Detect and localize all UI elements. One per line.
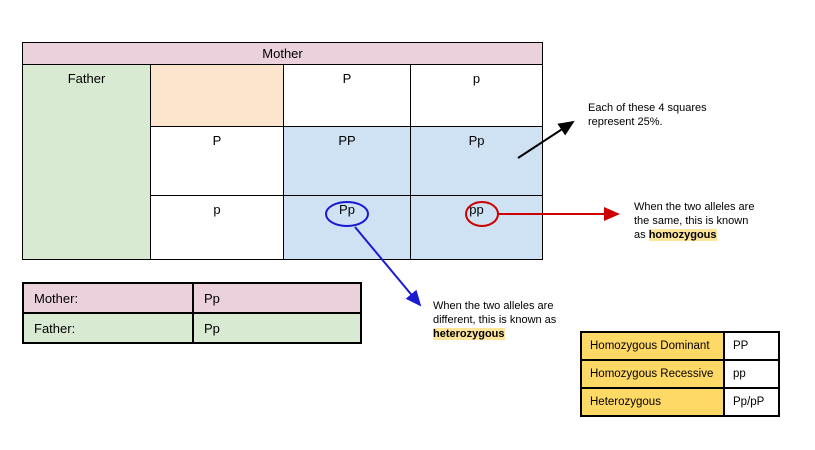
father-row-label: Father: [22, 312, 194, 344]
mother-allele-p: p [409, 64, 544, 127]
corner-cell [150, 64, 284, 127]
offspring-cell-PP: PP [283, 126, 411, 196]
father-genotype-value: Pp [192, 312, 362, 344]
legend-value-homozygous-dominant: PP [723, 331, 780, 361]
note-homozygous-line1: When the two alleles are [634, 201, 755, 213]
table-row: Homozygous Recessive pp [580, 359, 780, 389]
legend-label-homozygous-recessive: Homozygous Recessive [580, 359, 725, 389]
note-heterozygous-line2: different, this is known as [433, 314, 557, 326]
mother-header: Mother [21, 42, 544, 65]
note-homozygous: When the two alleles are the same, this … [634, 200, 794, 242]
note-homozygous-line3: as homozygous [634, 229, 717, 241]
legend-value-heterozygous: Pp/pP [723, 387, 780, 417]
punnett-square-table: Mother Father P p P PP Pp p Pp pp [21, 42, 544, 260]
genotype-legend-table: Homozygous Dominant PP Homozygous Recess… [580, 331, 780, 417]
homozygous-term-highlight: homozygous [648, 229, 717, 241]
note-heterozygous-line1: When the two alleles are [433, 300, 554, 312]
note-heterozygous: When the two alleles are different, this… [433, 299, 593, 341]
legend-label-homozygous-dominant: Homozygous Dominant [580, 331, 725, 361]
table-row: Father: Pp [22, 312, 362, 344]
parents-genotype-table: Mother: Pp Father: Pp [22, 282, 362, 344]
note-25-percent-line2: represent 25%. [588, 116, 663, 128]
offspring-cell-pp: pp [409, 195, 544, 260]
offspring-cell-Pp-top: Pp [409, 126, 544, 196]
mother-row-label: Mother: [22, 282, 194, 314]
table-row: Heterozygous Pp/pP [580, 387, 780, 417]
table-row: Mother: Pp [22, 282, 362, 314]
father-allele-p: p [150, 195, 284, 260]
note-25-percent-line1: Each of these 4 squares [588, 102, 707, 114]
note-heterozygous-line3: heterozygous [433, 327, 593, 341]
note-25-percent: Each of these 4 squares represent 25%. [588, 101, 758, 129]
mother-genotype-value: Pp [192, 282, 362, 314]
heterozygous-term-highlight: heterozygous [433, 328, 505, 340]
note-homozygous-line2: the same, this is known [634, 215, 749, 227]
offspring-cell-Pp-bottom: Pp [283, 195, 411, 260]
legend-value-homozygous-recessive: pp [723, 359, 780, 389]
father-header: Father [22, 64, 151, 260]
legend-label-heterozygous: Heterozygous [580, 387, 725, 417]
table-row: Homozygous Dominant PP [580, 331, 780, 361]
father-allele-P: P [150, 126, 284, 196]
mother-allele-P: P [283, 64, 411, 127]
